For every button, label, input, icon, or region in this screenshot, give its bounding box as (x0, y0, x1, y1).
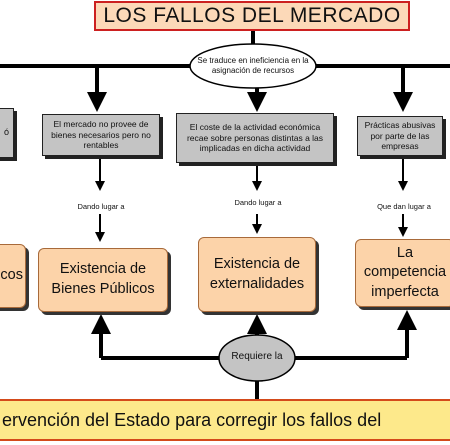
failure-box-competition: La competencia imperfecta (355, 239, 450, 307)
center-node-text: Se traduce en ineficiencia en la asignac… (197, 56, 309, 75)
failure-box-public-goods: Existencia de Bienes Públicos (38, 248, 168, 312)
connector-public-goods: Dando lugar a (77, 201, 125, 211)
failure-box-externalities: Existencia de externalidades (198, 237, 316, 312)
map-title: LOS FALLOS DEL MERCADO (94, 1, 410, 31)
cause-box-externalities: El coste de la actividad económica recae… (176, 113, 334, 163)
center-ellipse (189, 43, 317, 89)
requires-ellipse (218, 334, 296, 382)
cause-box-public-goods: El mercado no provee de bienes necesario… (42, 114, 160, 156)
state-intervention-box: ervención del Estado para corregir los f… (0, 399, 450, 441)
cause-box-left-partial: ó (0, 108, 14, 158)
failure-box-left-partial: icos (0, 244, 26, 308)
connector-externalities: Dando lugar a (234, 197, 282, 207)
requires-label: Requiere la (231, 350, 283, 362)
cause-box-competition: Prácticas abusivas por parte de las empr… (357, 116, 443, 156)
state-intervention-text: ervención del Estado para corregir los f… (2, 409, 382, 430)
connector-competition: Que dan lugar a (377, 201, 431, 211)
